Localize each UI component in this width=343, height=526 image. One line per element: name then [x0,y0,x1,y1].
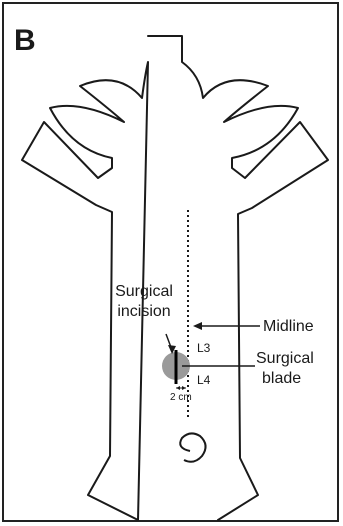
figure-frame [3,3,338,521]
surgical-blade-label-line1: Surgical [256,350,314,367]
surgical-incision-label-line1: Surgical [115,283,173,300]
vertebra-l4-label: L4 [197,373,211,387]
midline-label: Midline [263,318,314,335]
distance-label: 2 cm [170,392,192,403]
panel-label: B [14,24,36,57]
surgical-incision-label-line2: incision [117,303,170,320]
surgical-blade-label-line2: blade [262,370,301,387]
vertebra-l3-label: L3 [197,341,211,355]
